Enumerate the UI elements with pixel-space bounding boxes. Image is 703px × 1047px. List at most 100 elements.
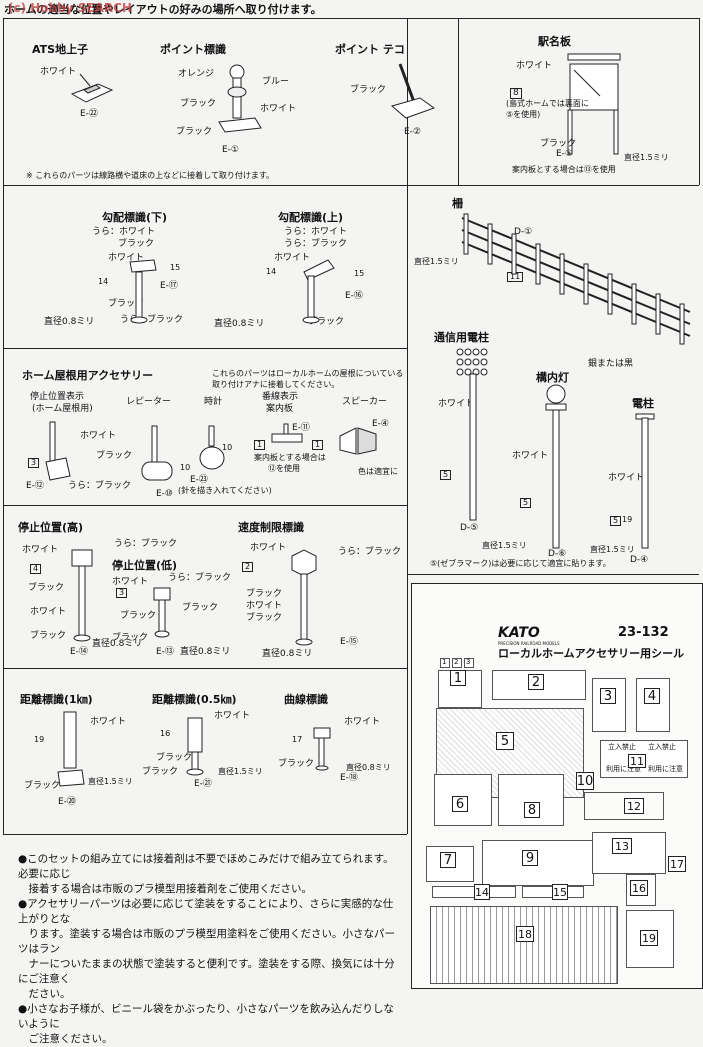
grad-up-urablack: うら：ブラック: [284, 239, 348, 249]
ats-white: ホワイト: [40, 67, 77, 77]
mini-label: 2: [454, 658, 459, 666]
roof-board: 番線表示: [262, 392, 299, 402]
stop-high-title: 停止位置(高): [18, 521, 84, 534]
sticker-18: 18: [516, 926, 534, 942]
ekimei-n8: 8: [510, 88, 522, 99]
ekimei-black: ブラック: [540, 139, 577, 149]
pole-code: D-④: [630, 555, 649, 565]
stop-low-white: ホワイト: [112, 577, 149, 587]
repeater-drawing: [141, 425, 173, 481]
ekimei-drawing: [567, 53, 621, 155]
tel-title: 通信用電柱: [434, 331, 489, 344]
sticker-4: 4: [644, 688, 660, 704]
grad-down-black1: ブラック: [118, 239, 155, 249]
stop-high-white: ホワイト: [22, 545, 59, 555]
roof-speaker-note: 色は適宜に: [358, 467, 398, 476]
mini-1: 1: [440, 658, 450, 668]
speed-urablack: うら：ブラック: [338, 547, 402, 557]
sticker-17: 17: [668, 856, 686, 872]
grad-down-black2: ブラック: [108, 299, 145, 309]
sticker-8: 8: [524, 802, 540, 818]
tel-white: ホワイト: [438, 399, 475, 409]
stop-high-n4: 4: [30, 564, 42, 574]
grad-up-urawhite: うら：ホワイト: [284, 227, 348, 237]
roof-board-n1b: 1: [312, 440, 324, 450]
speed-n2: 2: [242, 562, 254, 572]
sec1-note: ※ これらのパーツは線路横や道床の上などに接着して取り付けます。: [26, 171, 275, 180]
note-line: ご注意ください。: [18, 1033, 113, 1045]
pole-white: ホワイト: [608, 473, 645, 483]
dist05-n16: 16: [160, 729, 171, 738]
intro-text: ホームの適当な位置やレイアウトの好みの場所へ取り付けます。: [4, 3, 322, 16]
stop-low-n3: 3: [116, 588, 128, 598]
kato-sub: PRECISION RAILROAD MODELS: [498, 641, 560, 646]
grad-down-drawing: [129, 259, 157, 324]
divider-6: [407, 574, 699, 575]
divider-2: [3, 348, 407, 349]
sticker-10: 10: [576, 772, 594, 790]
kato-logo: KATO: [498, 625, 540, 641]
speed-white2: ホワイト: [246, 601, 283, 611]
note-line: ださい。: [18, 988, 71, 1000]
point-orange: オレンジ: [178, 69, 215, 79]
curve-black: ブラック: [278, 759, 315, 769]
dist05-drawing: [186, 717, 204, 776]
point-code: E-①: [222, 145, 240, 155]
curve-d08: 直径0.8ミリ: [346, 763, 391, 772]
ekimei-title: 駅名板: [538, 35, 571, 48]
product-number: 23-132: [618, 625, 669, 640]
divider-4: [3, 668, 407, 669]
sticker-group-8: [498, 774, 564, 826]
sticker-9: 9: [522, 850, 538, 866]
lever-title: ポイント テコ: [335, 43, 405, 56]
stop-high-black2: ブラック: [30, 631, 67, 641]
stop-high-white2: ホワイト: [30, 607, 67, 617]
grad-up-drawing: [302, 259, 335, 324]
stop-label-1: 立入禁止: [608, 743, 636, 751]
dist1-d15: 直径1.5ミリ: [88, 777, 133, 786]
point-drawing: [218, 64, 262, 133]
stop-low-title: 停止位置(低): [112, 559, 178, 572]
dist1-n19: 19: [34, 735, 45, 744]
frame-mid: [407, 18, 408, 834]
roof-clock-code: E-㉓: [190, 475, 208, 485]
board-drawing: [271, 423, 303, 443]
grad-up-black: ブラック: [308, 317, 345, 327]
dist05-code: E-㉑: [194, 779, 212, 789]
roof-stop2: (ホーム屋根用): [32, 404, 93, 414]
stop-high-urablack: うら：ブラック: [114, 539, 178, 549]
note-line: ナーについたままの状態で塗装すると便利です。塗装をする際、換気には十分にご注意く: [18, 958, 395, 985]
speed-drawing: [291, 549, 317, 646]
point-black2: ブラック: [176, 127, 213, 137]
grad-down-n14: 14: [98, 277, 109, 286]
dist05-white: ホワイト: [214, 711, 251, 721]
divider-1: [3, 185, 699, 186]
sticker-19: 19: [640, 930, 658, 946]
roof-desc2: 取り付けアナに接着してください。: [212, 380, 340, 389]
roof-clock: 時計: [204, 397, 223, 407]
note-line: ります。塗装する場合は市販のプラ模型用塗料をご使用ください。小さなパーツはラン: [18, 928, 395, 955]
grad-up-white: ホワイト: [274, 253, 311, 263]
sticker-group-4: [636, 678, 670, 732]
sticker-group-18: [430, 906, 618, 984]
lamp-n5: 5: [520, 498, 532, 508]
dist05-black1: ブラック: [156, 753, 193, 763]
dist05-d15: 直径1.5ミリ: [218, 767, 263, 776]
note-line: ●このセットの組み立てには接着剤は不要でほめこみだけで組み立てられます。必要に応…: [18, 853, 394, 880]
lamp-title: 構内灯: [536, 371, 569, 384]
note-line: ●アクセサリーパーツは必要に応じて塗装をすることにより、さらに実感的な仕上がりと…: [18, 898, 394, 925]
ats-title: ATS地上子: [32, 43, 89, 56]
frame-right: [699, 18, 700, 185]
stop-high-code: E-⑭: [70, 647, 88, 657]
point-title: ポイント標識: [160, 43, 226, 56]
dist05-black2: ブラック: [142, 767, 179, 777]
divider-3: [3, 505, 407, 506]
sticker-12: 12: [624, 798, 644, 814]
lamp-note: 銀または黒: [588, 359, 634, 369]
grad-down-urablack: うら：ブラック: [120, 315, 184, 325]
grad-up-title: 勾配標識(上): [278, 211, 344, 224]
roof-desc1: これらのパーツはローカルホームの屋根についている: [212, 369, 404, 378]
mini-label: 3: [466, 658, 471, 666]
mini-2: 2: [452, 658, 462, 668]
speed-white: ホワイト: [250, 543, 287, 553]
